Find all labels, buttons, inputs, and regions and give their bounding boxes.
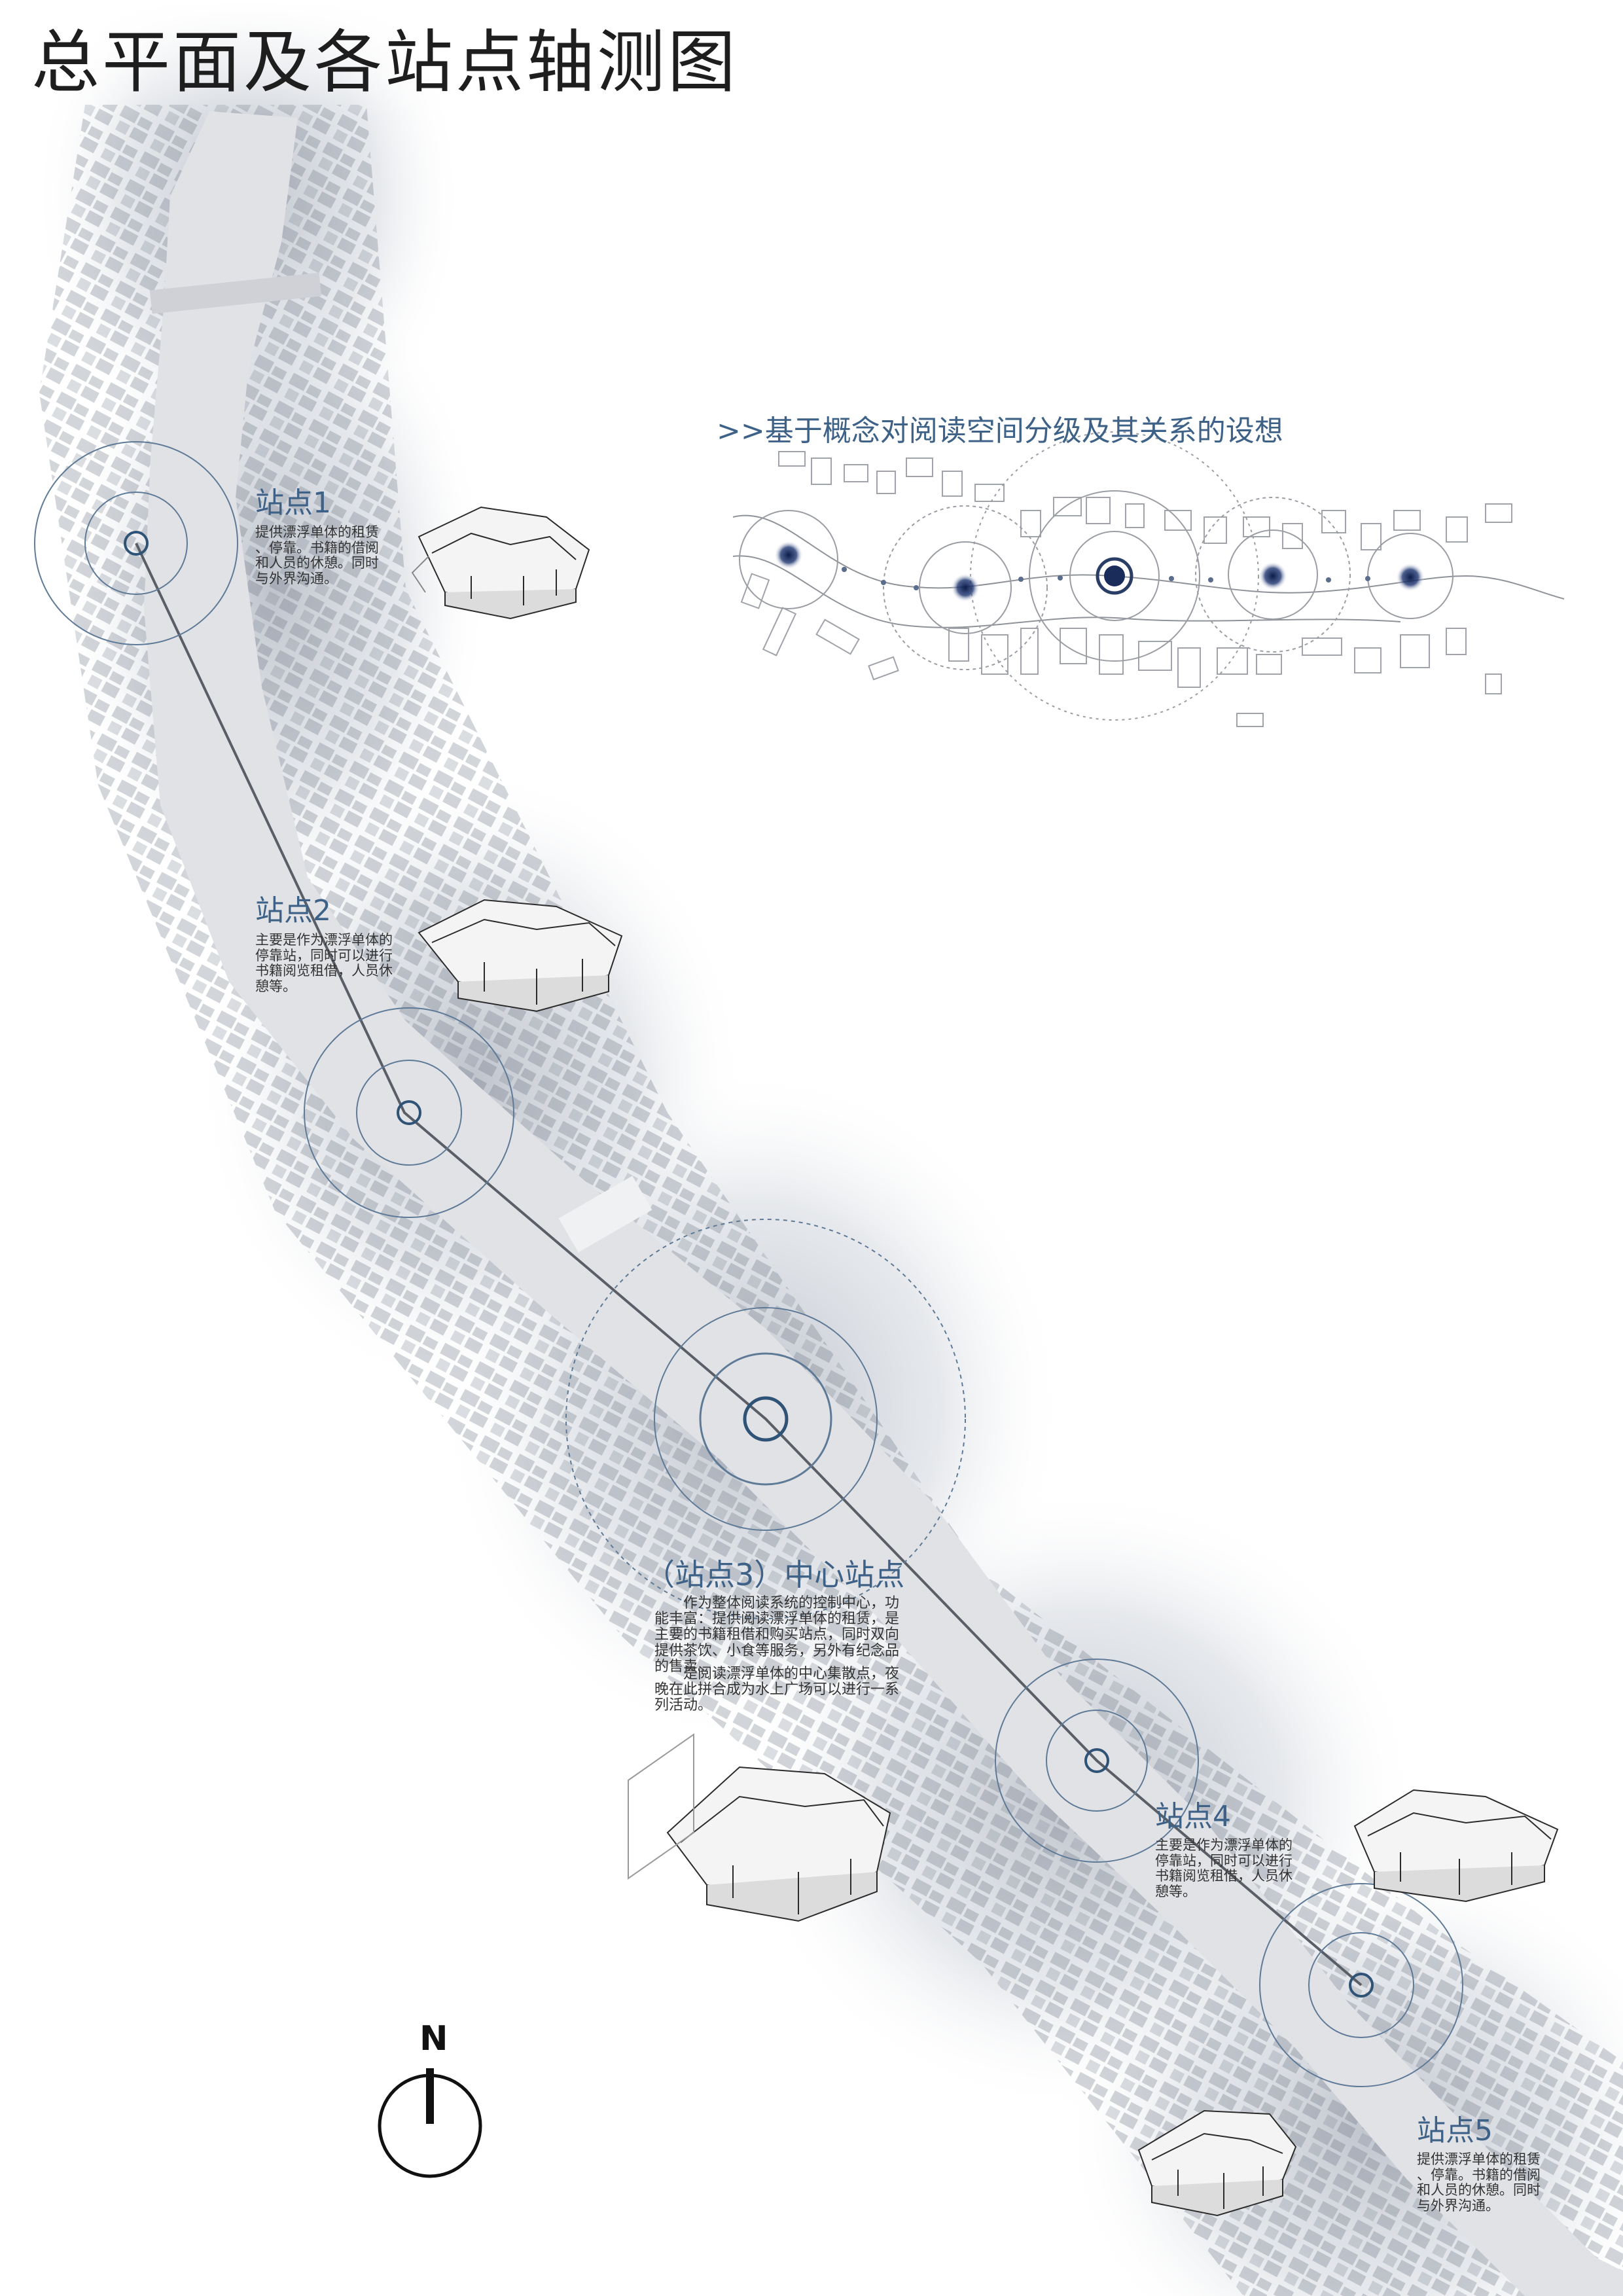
bridge (149, 272, 322, 314)
station-3-name: （站点3）中心站点 (645, 1557, 905, 1592)
river-channel (144, 111, 1623, 2296)
station-2-name: 站点2 (255, 894, 331, 927)
station-1-rings (34, 441, 238, 645)
axonometric-station-5 (1137, 2109, 1297, 2217)
station-3-description-2: 是阅读漂浮单体的中心集散点，夜 晚在此拼合成为水上广场可以进行一系 列活动。 (654, 1666, 900, 1714)
building-texture (39, 105, 1623, 2296)
station-5-description: 提供漂浮单体的租赁 、停靠。书籍的借阅 和人员的休憩。同时 与外界沟通。 (1417, 2151, 1541, 2214)
station-4-name: 站点4 (1155, 1800, 1231, 1833)
concept-diagram (732, 431, 1565, 727)
page-title: 总平面及各站点轴测图 (31, 22, 739, 102)
station-1-name: 站点1 (255, 486, 331, 520)
north-label: N (419, 2019, 448, 2058)
station-3-description-1: 作为整体阅读系统的控制中心，功 能丰富：提供阅读漂浮单体的租赁，是 主要的书籍租… (654, 1595, 900, 1675)
bridge (558, 1175, 652, 1253)
axonometric-station-2 (418, 899, 623, 1013)
axonometric-station-3 (628, 1733, 891, 1922)
station-5-name: 站点5 (1417, 2114, 1493, 2147)
station-5-rings (1259, 1883, 1463, 2087)
station-1-description: 提供漂浮单体的租赁 、停靠。书籍的借阅 和人员的休憩。同时 与外界沟通。 (255, 524, 379, 586)
station-4-rings (995, 1659, 1199, 1863)
axonometric-station-4 (1353, 1789, 1559, 1903)
station-3-rings (565, 1219, 966, 1619)
concept-nodes (774, 541, 1425, 602)
station-2-description: 主要是作为漂浮单体的 停靠站，同时可以进行 书籍阅览租借，人员休 憩等。 (255, 932, 393, 994)
axonometric-station-1 (411, 506, 590, 620)
station-2-rings (304, 1007, 514, 1218)
north-arrow-icon (378, 2068, 482, 2178)
reading-route (135, 543, 1363, 1986)
concept-diagram-title: >>基于概念对阅读空间分级及其关系的设想 (717, 414, 1283, 448)
station-4-description: 主要是作为漂浮单体的 停靠站，同时可以进行 书籍阅览租借，人员休 憩等。 (1155, 1837, 1293, 1899)
